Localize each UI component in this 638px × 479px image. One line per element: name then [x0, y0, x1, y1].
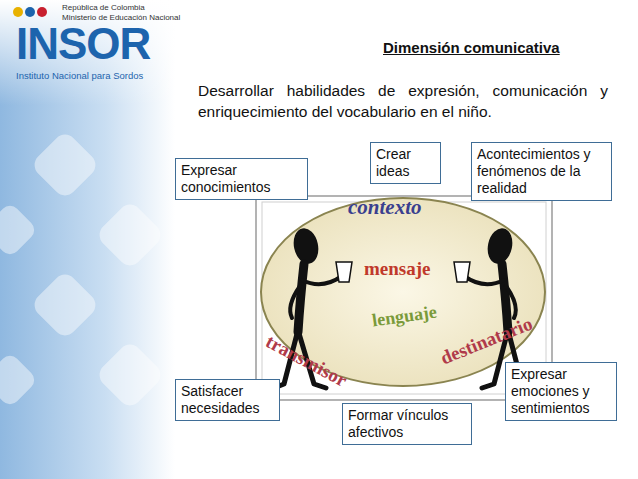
box-text: Satisfacer necesidades	[181, 383, 274, 417]
box-text: Acontecimientos y fenómenos de la realid…	[477, 146, 606, 197]
logo-subtitle: Instituto Nacional para Sordos	[16, 70, 143, 81]
receiver-cup	[454, 262, 470, 282]
concept-box: Satisfacer necesidades	[175, 379, 280, 421]
concept-box: Crear ideas	[370, 142, 441, 184]
logo-symbol	[13, 7, 47, 17]
box-text: Expresar conocimientos	[181, 162, 302, 196]
ministry-line: Ministerio de Educación Nacional	[62, 13, 180, 22]
illustration-word: mensaje	[364, 258, 430, 280]
slide-title: Dimensión comunicativa	[383, 39, 560, 56]
concept-box: Expresar emociones y sentimientos	[505, 362, 617, 421]
box-text: Crear ideas	[376, 146, 435, 180]
side-band	[0, 0, 175, 479]
box-text: Formar vínculos afectivos	[348, 407, 466, 441]
logo-wordmark: INSOR	[16, 22, 150, 66]
concept-box: Expresar conocimientos	[175, 158, 308, 200]
intro-text: Desarrollar habilidades de expresión, co…	[198, 80, 608, 122]
sender-cup	[336, 262, 352, 282]
band-fade	[0, 0, 175, 479]
concept-box: Acontecimientos y fenómenos de la realid…	[471, 142, 612, 201]
ministry-line: República de Colombia	[62, 3, 145, 12]
box-text: Expresar emociones y sentimientos	[511, 366, 611, 417]
illustration-word: contexto	[348, 195, 422, 220]
concept-box: Formar vínculos afectivos	[342, 403, 472, 445]
